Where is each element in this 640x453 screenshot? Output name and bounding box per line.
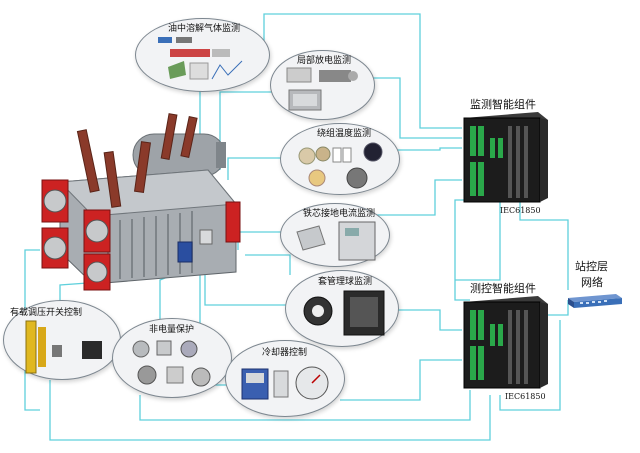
station-network-label-2: 网络	[581, 276, 603, 289]
monitor-unit-cabinet[interactable]	[460, 110, 552, 205]
control-unit-title: 测控智能组件	[470, 282, 536, 295]
label-winding-temp: 绕组温度监测	[317, 129, 372, 139]
bubble-cooler[interactable]: 冷却器控制	[225, 340, 345, 417]
label-core-ground: 铁芯接地电流监测	[303, 209, 376, 219]
bubble-partial-discharge[interactable]: 局部放电监测	[270, 50, 375, 120]
label-partial-discharge: 局部放电监测	[297, 56, 352, 66]
label-non-electric: 非电量保护	[149, 325, 195, 335]
winding-temp-image	[298, 142, 383, 189]
bubble-bushing[interactable]: 套管理球监测	[285, 270, 399, 347]
transformer-image	[41, 113, 241, 291]
bushing-image	[303, 290, 385, 336]
dga-image	[158, 37, 243, 80]
monitor-unit-title: 监测智能组件	[470, 98, 536, 111]
label-dga: 油中溶解气体监测	[168, 24, 241, 34]
core-ground-image	[296, 221, 376, 261]
non-electric-image	[132, 340, 211, 387]
bubble-non-electric[interactable]: 非电量保护	[112, 318, 232, 398]
wire-core-extra	[245, 200, 501, 281]
wire-cab2-bottom	[499, 320, 561, 411]
label-bushing: 套管理球监测	[318, 277, 373, 287]
bubble-core-ground[interactable]: 铁芯接地电流监测	[280, 203, 390, 267]
wire-cab2-net	[545, 300, 569, 316]
station-network-label-1: 站控层	[575, 260, 608, 273]
label-cooler: 冷却器控制	[262, 348, 308, 358]
network-switch[interactable]	[566, 292, 624, 312]
bubble-winding-temp[interactable]: 绕组温度监测	[280, 123, 400, 195]
control-unit-cabinet[interactable]	[460, 294, 552, 392]
wire-temp	[227, 147, 462, 180]
protocol-label-2: IEC61850	[505, 392, 546, 401]
label-oltc: 有载调压开关控制	[10, 308, 83, 318]
partial-discharge-image	[286, 67, 358, 111]
wire-cab1-cab2	[454, 199, 470, 301]
oltc-image	[25, 320, 102, 374]
cooler-image	[241, 366, 329, 400]
bubble-dga[interactable]: 油中溶解气体监测	[135, 18, 270, 92]
bubble-oltc[interactable]: 有载调压开关控制	[3, 300, 121, 380]
wire-cab1-net	[519, 195, 569, 290]
wire-bushing	[204, 270, 462, 331]
protocol-label-1: IEC61850	[500, 206, 541, 215]
